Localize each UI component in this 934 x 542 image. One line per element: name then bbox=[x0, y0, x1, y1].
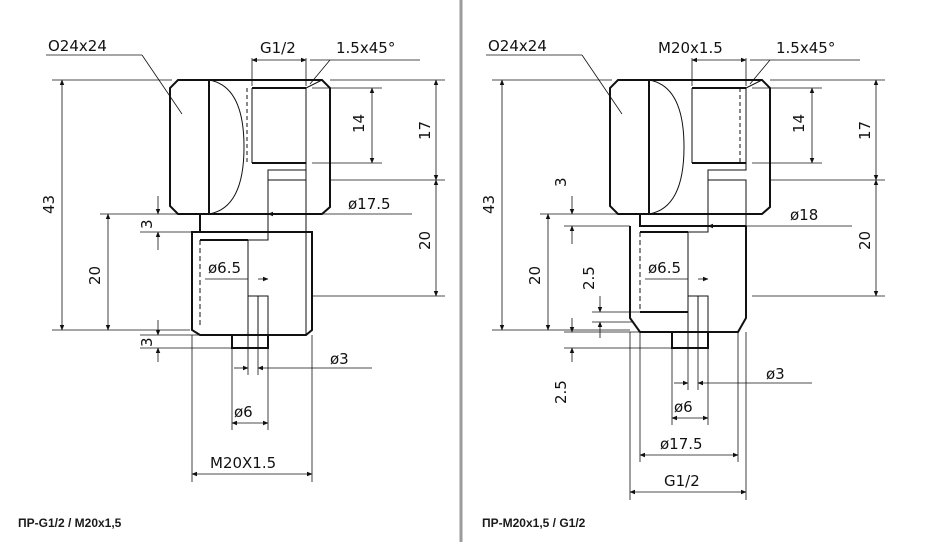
dim-2-5-bottom-label: 2.5 bbox=[552, 380, 570, 404]
dim-2-5-top-label: 2.5 bbox=[580, 266, 598, 290]
dim-20-left-label: 20 bbox=[526, 266, 544, 285]
wrench-size-label: O24x24 bbox=[48, 37, 107, 55]
dia-3-label: ø3 bbox=[330, 350, 349, 368]
dim-43-label: 43 bbox=[40, 195, 58, 214]
right-fitting-drawing bbox=[609, 79, 771, 349]
chamfer-label: 1.5x45° bbox=[776, 39, 835, 57]
dim-20-right-label: 20 bbox=[856, 231, 874, 250]
bottom-thread-label: G1/2 bbox=[664, 472, 700, 490]
dim-17-label: 17 bbox=[416, 121, 434, 140]
dia-3-label: ø3 bbox=[766, 365, 785, 383]
left-dimension-labels: O24x24 G1/2 1.5x45° 14 17 20 43 3 20 ø17… bbox=[40, 37, 434, 472]
left-dimensions bbox=[46, 54, 445, 482]
dia-6-label: ø6 bbox=[234, 403, 253, 421]
dim-43-label: 43 bbox=[480, 195, 498, 214]
dim-20-right-label: 20 bbox=[416, 231, 434, 250]
chamfer-label: 1.5x45° bbox=[336, 39, 395, 57]
dia-6-5-label: ø6.5 bbox=[208, 259, 241, 277]
top-thread-label: G1/2 bbox=[260, 39, 296, 57]
right-drawing-caption: ПР-М20х1,5 / G1/2 bbox=[482, 516, 586, 530]
dia-17-5-label: ø17.5 bbox=[348, 195, 391, 213]
dia-6-5-label: ø6.5 bbox=[648, 259, 681, 277]
dim-17-label: 17 bbox=[856, 121, 874, 140]
top-thread-label: M20x1.5 bbox=[658, 39, 723, 57]
left-drawing-caption: ПР-G1/2 / М20х1,5 bbox=[18, 516, 122, 530]
dia-6-label: ø6 bbox=[674, 398, 693, 416]
right-dimensions bbox=[486, 54, 885, 500]
dia-18-label: ø18 bbox=[790, 206, 818, 224]
wrench-size-label: O24x24 bbox=[488, 37, 547, 55]
dim-20-left-label: 20 bbox=[86, 266, 104, 285]
dim-14-label: 14 bbox=[350, 114, 368, 133]
left-fitting-drawing bbox=[169, 79, 331, 349]
right-dimension-labels: O24x24 M20x1.5 1.5x45° 14 17 20 43 3 20 … bbox=[480, 37, 874, 490]
dim-14-label: 14 bbox=[790, 114, 808, 133]
dim-3-bottom-label: 3 bbox=[138, 337, 156, 347]
bottom-thread-label: M20X1.5 bbox=[210, 454, 276, 472]
dia-17-5-label: ø17.5 bbox=[660, 435, 703, 453]
dim-3-top-label: 3 bbox=[138, 219, 156, 229]
dim-3-top-label: 3 bbox=[552, 177, 570, 187]
